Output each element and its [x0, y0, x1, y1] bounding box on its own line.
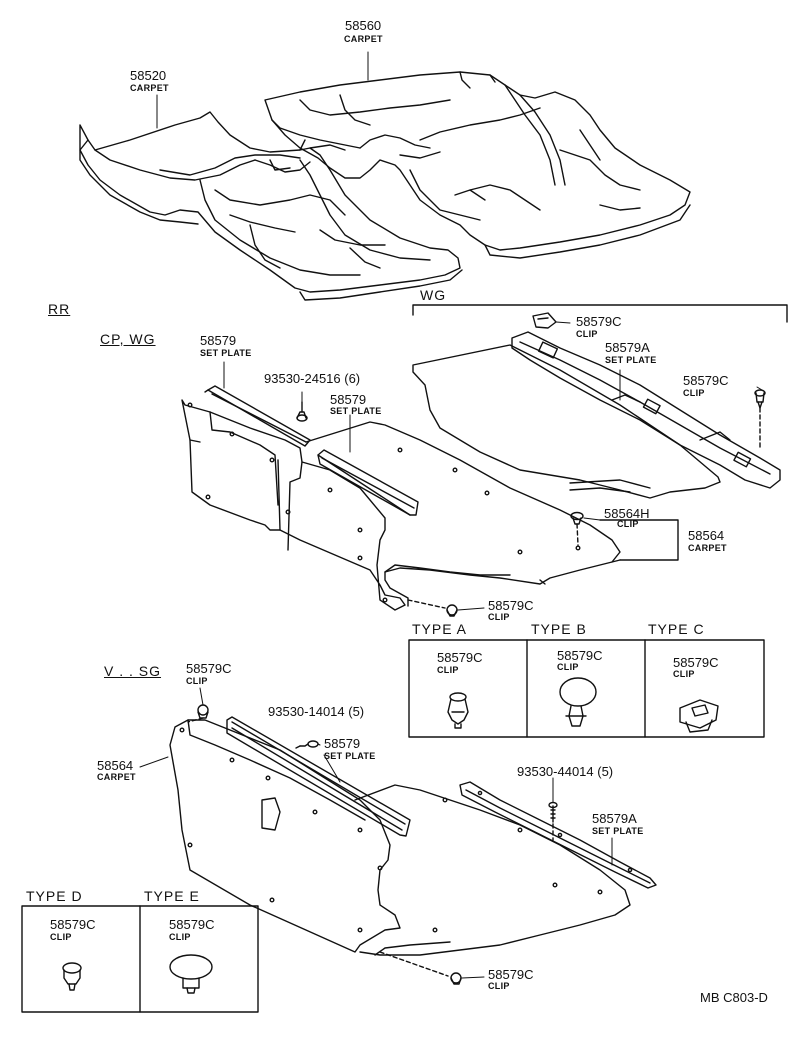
screw-93530-44014-drawing: [549, 803, 557, 841]
part-number-58579a-wg: 58579A: [605, 340, 650, 355]
part-number-93530-14014: 93530-14014 (5): [268, 704, 365, 719]
part-desc-set-plate-58579-cp-wg: SET PLATE: [200, 348, 252, 358]
type-e-part-number: 58579C: [169, 917, 215, 932]
type-a-part-desc: CLIP: [437, 665, 459, 675]
part-desc-set-plate-58579-cp-wg-2: SET PLATE: [330, 406, 382, 416]
front-carpet-58520-drawing: [80, 112, 462, 300]
part-number-58579-cp-wg-2: 58579: [330, 392, 367, 407]
part-number-58579c-cp-bottom: 58579C: [488, 598, 534, 613]
screw-93530-14014-drawing: [296, 741, 318, 748]
section-label-v-sg: V . . SG: [104, 663, 162, 679]
part-desc-carpet-58564-wg: CARPET: [688, 543, 727, 553]
part-number-58564-wg: 58564: [688, 528, 725, 543]
part-desc-set-plate-58579-vsg: SET PLATE: [324, 751, 376, 761]
part-desc-clip-58564h: CLIP: [617, 519, 639, 529]
clip-58564h-drawing: [571, 513, 583, 546]
leader-lines: [140, 52, 762, 978]
type-d-label: TYPE D: [26, 888, 83, 904]
part-number-58560: 58560: [345, 18, 382, 33]
rear-floor-carpet-58564-drawing: [306, 422, 620, 606]
part-number-58579c-vsg-top: 58579C: [186, 661, 232, 676]
part-number-58579c-vsg-bottom: 58579C: [488, 967, 534, 982]
part-number-58579c-wg-right: 58579C: [683, 373, 729, 388]
type-e-label: TYPE E: [144, 888, 200, 904]
type-c-part-number: 58579C: [673, 655, 719, 670]
clip-types-de-box: [22, 906, 258, 1012]
part-desc-set-plate-58579a-wg: SET PLATE: [605, 355, 657, 365]
type-b-part-number: 58579C: [557, 648, 603, 663]
part-desc-carpet-58520: CARPET: [130, 83, 169, 93]
diagram-code: MB C803-D: [700, 990, 768, 1005]
callout-58564-wg: [600, 520, 678, 562]
part-number-58564-vsg: 58564: [97, 758, 134, 773]
type-b-part-desc: CLIP: [557, 662, 579, 672]
part-number-58579-cp-wg: 58579: [200, 333, 237, 348]
part-number-58579-vsg: 58579: [324, 736, 361, 751]
wg-bracket-line: [413, 305, 787, 322]
type-a-label: TYPE A: [412, 621, 468, 637]
part-desc-set-plate-58579a-vsg: SET PLATE: [592, 826, 644, 836]
part-desc-clip-wg-top: CLIP: [576, 329, 598, 339]
section-label-wg: WG: [420, 287, 447, 303]
clip-58579c-wg-top-drawing: [533, 313, 556, 328]
part-number-58579c-wg-top: 58579C: [576, 314, 622, 329]
vsg-set-plate-strip-drawing: [227, 717, 410, 836]
type-b-label: TYPE B: [531, 621, 587, 637]
type-a-part-number: 58579C: [437, 650, 483, 665]
rear-side-carpet-panel-drawing: [182, 400, 405, 610]
vsg-side-panel-drawing: [170, 720, 400, 952]
part-number-58579a-vsg: 58579A: [592, 811, 637, 826]
clip-types-abc-box: [409, 640, 764, 737]
part-desc-carpet-58564-vsg: CARPET: [97, 772, 136, 782]
part-number-93530-24516: 93530-24516 (6): [264, 371, 361, 386]
type-e-part-desc: CLIP: [169, 932, 191, 942]
type-c-label: TYPE C: [648, 621, 705, 637]
clip-58579c-cp-bottom-drawing: [408, 600, 457, 616]
part-desc-clip-vsg-top: CLIP: [186, 676, 208, 686]
type-d-part-number: 58579C: [50, 917, 96, 932]
part-desc-carpet-58560: CARPET: [344, 34, 383, 44]
part-number-58564h: 58564H: [604, 506, 650, 521]
wg-floor-panel-drawing: [413, 345, 720, 498]
screw-93530-24516-drawing: [297, 402, 307, 421]
vsg-set-plate-58579a-drawing: [460, 782, 656, 888]
part-number-93530-44014: 93530-44014 (5): [517, 764, 614, 779]
front-carpet-58560-drawing: [265, 72, 690, 258]
clip-58579c-wg-right-drawing: [755, 390, 765, 448]
set-plate-58579a-wg-drawing: [512, 332, 780, 488]
part-desc-clip-wg-right: CLIP: [683, 388, 705, 398]
part-desc-clip-vsg-bottom: CLIP: [488, 981, 510, 991]
clip-58579c-vsg-bottom-drawing: [380, 952, 461, 984]
set-plate-strips-cp-wg-drawing: [205, 386, 418, 515]
part-number-58520: 58520: [130, 68, 167, 83]
type-d-part-desc: CLIP: [50, 932, 72, 942]
section-label-cp-wg: CP, WG: [100, 331, 156, 347]
section-label-rr: RR: [48, 301, 71, 317]
part-desc-clip-cp-bottom: CLIP: [488, 612, 510, 622]
type-c-part-desc: CLIP: [673, 669, 695, 679]
